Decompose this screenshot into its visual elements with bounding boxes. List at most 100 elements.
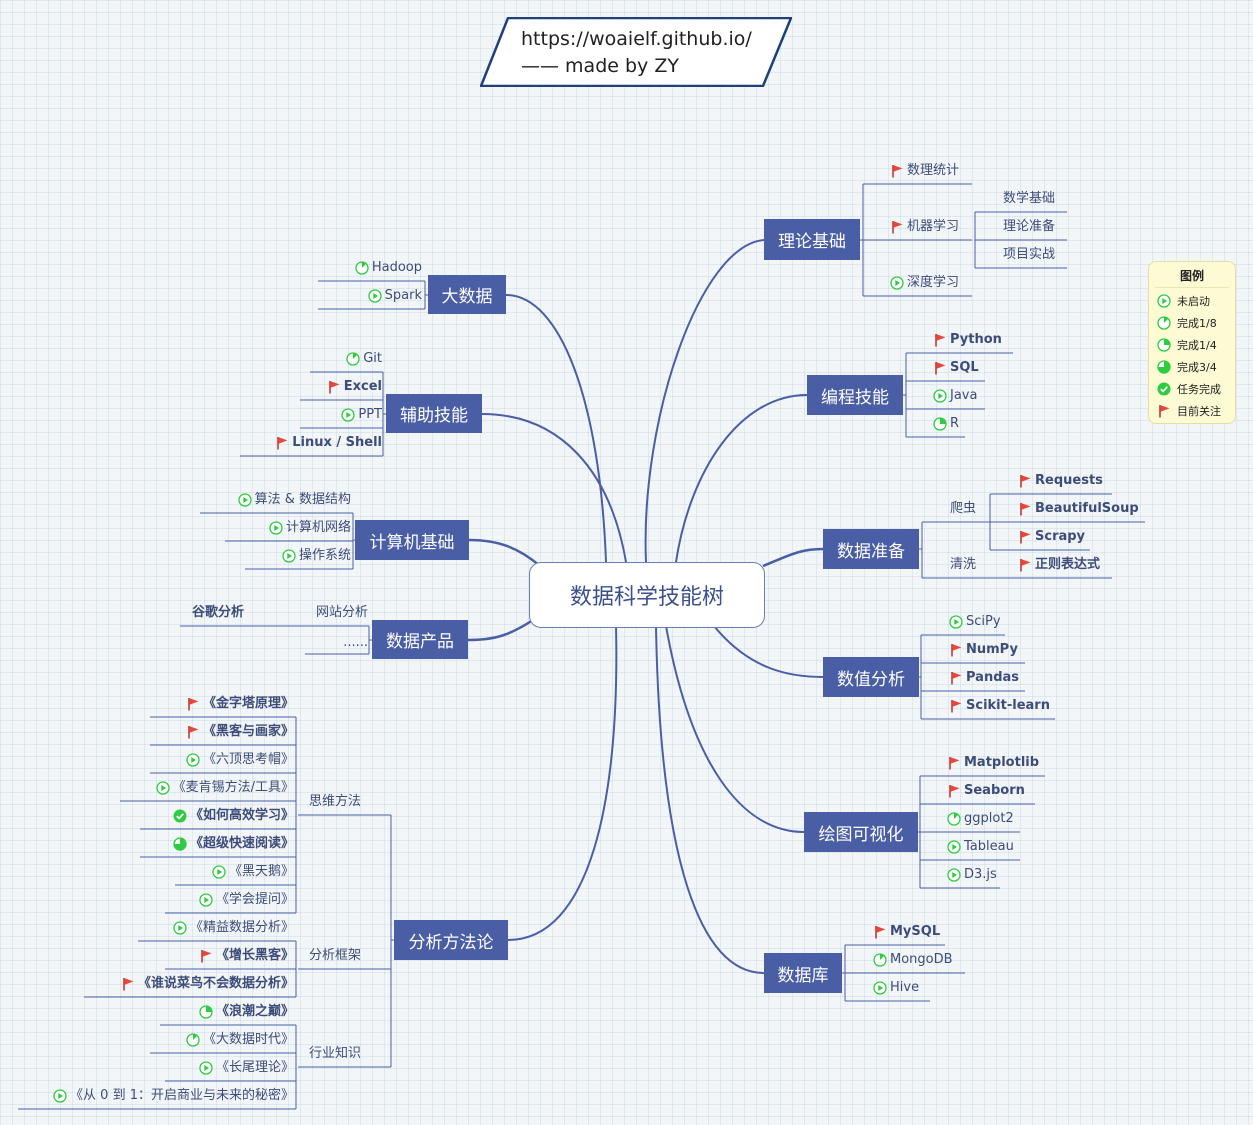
- leaf-ellipsis[interactable]: ......: [343, 635, 368, 650]
- leaf-ppt[interactable]: PPT: [240, 405, 382, 425]
- title-byline: —— made by ZY: [521, 55, 679, 77]
- status-not-started-icon: [282, 549, 296, 563]
- leaf-deep-learning[interactable]: 深度学习: [890, 273, 959, 293]
- leaf-pandas[interactable]: Pandas: [949, 668, 1019, 688]
- curve-cs: [468, 538, 541, 567]
- book-novice-analysis[interactable]: 《谁说菜鸟不会数据分析》: [40, 974, 294, 994]
- root-node[interactable]: 数据科学技能树: [529, 562, 765, 628]
- leaf-ggplot2[interactable]: ggplot2: [947, 809, 1014, 829]
- curve-data-prep: [762, 547, 824, 568]
- leaf-google-analytics[interactable]: 谷歌分析: [191, 605, 244, 620]
- status-not-started-icon: [53, 1089, 67, 1103]
- leaf-beautifulsoup[interactable]: BeautifulSoup: [1018, 499, 1139, 519]
- leaf-mysql[interactable]: MySQL: [873, 922, 940, 942]
- leaf-hadoop[interactable]: Hadoop: [318, 258, 422, 278]
- leaf-d3js[interactable]: D3.js: [947, 865, 997, 885]
- leaf-java[interactable]: Java: [933, 386, 977, 406]
- leaf-os[interactable]: 操作系统: [195, 546, 351, 566]
- leaf-theory-prep[interactable]: 理论准备: [1003, 219, 1056, 234]
- flag-icon: [949, 671, 963, 685]
- curve-database: [655, 625, 765, 974]
- topic-big-data[interactable]: 大数据: [428, 275, 506, 314]
- leaf-math-stats[interactable]: 数理统计: [890, 161, 959, 181]
- topic-database[interactable]: 数据库: [764, 953, 842, 993]
- status-not-started-icon: [269, 521, 283, 535]
- group-thinking[interactable]: 思维方法: [309, 794, 362, 809]
- leaf-seaborn[interactable]: Seaborn: [947, 781, 1025, 801]
- leaf-git[interactable]: Git: [240, 349, 382, 369]
- curve-aux: [481, 413, 627, 563]
- topic-aux-skills[interactable]: 辅助技能: [386, 394, 482, 433]
- leaf-scipy[interactable]: SciPy: [949, 612, 1001, 632]
- flag-icon: [890, 164, 904, 178]
- status-one-quarter-icon: [1157, 338, 1171, 352]
- book-speed-reading[interactable]: 《超级快速阅读》: [40, 834, 294, 854]
- flag-icon: [121, 977, 135, 991]
- topic-programming[interactable]: 编程技能: [807, 375, 903, 415]
- status-not-started-icon: [156, 781, 170, 795]
- leaf-sql[interactable]: SQL: [933, 358, 979, 378]
- flag-icon: [1018, 558, 1032, 572]
- flag-icon: [933, 361, 947, 375]
- book-growth-hacker[interactable]: 《增长黑客》: [40, 946, 294, 966]
- leaf-scikit-learn[interactable]: Scikit-learn: [949, 696, 1050, 716]
- topic-data-prep[interactable]: 数据准备: [823, 529, 919, 569]
- topic-data-product[interactable]: 数据产品: [372, 620, 468, 659]
- legend-panel: 图例 未启动 完成1/8 完成1/4 完成3/4 任务完成 目前关注: [1148, 261, 1236, 424]
- group-cleaning[interactable]: 清洗: [950, 557, 977, 572]
- book-mckinsey[interactable]: 《麦肯锡方法/工具》: [40, 778, 294, 798]
- book-big-data-era[interactable]: 《大数据时代》: [20, 1030, 294, 1050]
- flag-icon: [186, 725, 200, 739]
- book-six-hats[interactable]: 《六顶思考帽》: [40, 750, 294, 770]
- group-crawler[interactable]: 爬虫: [950, 501, 977, 516]
- flag-icon: [947, 784, 961, 798]
- leaf-linux-shell[interactable]: Linux / Shell: [240, 433, 382, 453]
- leaf-mongodb[interactable]: MongoDB: [873, 950, 953, 970]
- leaf-python[interactable]: Python: [933, 330, 1002, 350]
- leaf-networks[interactable]: 计算机网络: [195, 518, 351, 538]
- leaf-web-analytics[interactable]: 网站分析: [315, 605, 368, 620]
- flag-icon: [1018, 530, 1032, 544]
- leaf-algorithms[interactable]: 算法 & 数据结构: [195, 490, 351, 510]
- leaf-excel[interactable]: Excel: [240, 377, 382, 397]
- title-url: https://woaielf.github.io/: [521, 28, 752, 50]
- book-black-swan[interactable]: 《黑天鹅》: [40, 862, 294, 882]
- book-hackers-painters[interactable]: 《黑客与画家》: [40, 722, 294, 742]
- leaf-projects[interactable]: 项目实战: [1003, 247, 1056, 262]
- leaf-math-basics[interactable]: 数学基础: [1003, 191, 1056, 206]
- book-zero-to-one[interactable]: 《从 0 到 1：开启商业与未来的秘密》: [20, 1086, 294, 1106]
- status-one-eighth-icon: [873, 953, 887, 967]
- book-top-of-tide[interactable]: 《浪潮之巅》: [20, 1002, 294, 1022]
- flag-icon: [1157, 404, 1171, 418]
- leaf-regex[interactable]: 正则表达式: [1018, 555, 1100, 575]
- topic-methodology[interactable]: 分析方法论: [394, 920, 508, 960]
- topic-theory[interactable]: 理论基础: [764, 219, 860, 260]
- status-one-eighth-icon: [186, 1033, 200, 1047]
- book-long-tail[interactable]: 《长尾理论》: [20, 1058, 294, 1078]
- group-industry[interactable]: 行业知识: [309, 1046, 362, 1061]
- group-framework[interactable]: 分析框架: [309, 948, 362, 963]
- leaf-numpy[interactable]: NumPy: [949, 640, 1018, 660]
- book-learn-efficiently[interactable]: 《如何高效学习》: [40, 806, 294, 826]
- leaf-tableau[interactable]: Tableau: [947, 837, 1014, 857]
- legend-title: 图例: [1155, 262, 1229, 288]
- flag-icon: [890, 220, 904, 234]
- flag-icon: [327, 380, 341, 394]
- topic-visualization[interactable]: 绘图可视化: [804, 812, 918, 852]
- status-not-started-icon: [186, 753, 200, 767]
- topic-numeric[interactable]: 数值分析: [823, 657, 919, 697]
- book-pyramid[interactable]: 《金字塔原理》: [40, 694, 294, 714]
- leaf-scrapy[interactable]: Scrapy: [1018, 527, 1085, 547]
- topic-cs-basics[interactable]: 计算机基础: [355, 520, 469, 560]
- legend-row: 完成1/8: [1157, 314, 1217, 332]
- leaf-r[interactable]: R: [933, 414, 959, 434]
- leaf-hive[interactable]: Hive: [873, 978, 919, 998]
- leaf-requests[interactable]: Requests: [1018, 471, 1103, 491]
- flag-icon: [933, 333, 947, 347]
- leaf-spark[interactable]: Spark: [318, 286, 422, 306]
- book-asking-questions[interactable]: 《学会提问》: [40, 890, 294, 910]
- book-lean-analytics[interactable]: 《精益数据分析》: [40, 918, 294, 938]
- leaf-matplotlib[interactable]: Matplotlib: [947, 753, 1039, 773]
- flag-icon: [1018, 474, 1032, 488]
- leaf-machine-learning[interactable]: 机器学习: [890, 217, 959, 237]
